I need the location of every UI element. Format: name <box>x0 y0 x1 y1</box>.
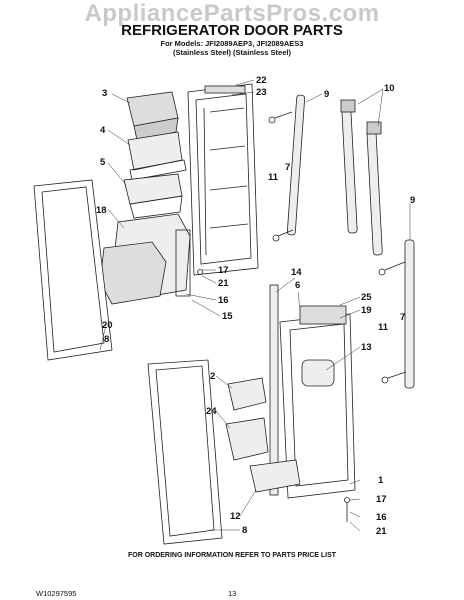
watermark: AppliancePartsPros.com <box>84 0 380 27</box>
models-line: For Models: JFI2089AEP3, JFI2089AES3 <box>160 39 304 48</box>
upper-handle <box>268 94 306 242</box>
callout-4: 4 <box>100 125 106 136</box>
door-bin-4 <box>127 131 187 181</box>
callout-16: 16 <box>218 295 229 306</box>
callout-3: 3 <box>102 88 107 99</box>
callout-17-lower: 17 <box>376 494 387 505</box>
callout-23: 23 <box>256 87 267 98</box>
callout-25: 25 <box>361 292 372 303</box>
lower-gasket <box>147 359 223 545</box>
door-rail <box>269 284 279 496</box>
callout-9-lower: 9 <box>410 195 415 206</box>
page-number: 13 <box>228 589 237 598</box>
handle-set <box>340 99 383 256</box>
callout-18: 18 <box>96 205 107 216</box>
callout-11: 11 <box>268 172 279 183</box>
lower-handle <box>378 239 415 389</box>
finish-line: (Stainless Steel) (Stainless Steel) <box>173 48 291 57</box>
callout-6: 6 <box>295 280 300 291</box>
callout-14: 14 <box>291 267 302 278</box>
upper-door-assembly <box>187 83 259 276</box>
callout-20: 20 <box>102 320 113 331</box>
callout-1: 1 <box>378 475 384 486</box>
door-bin-12 <box>249 459 301 493</box>
ice-bucket <box>99 213 191 305</box>
callout-15: 15 <box>222 311 233 322</box>
callout-7: 7 <box>285 162 290 173</box>
callout-8-lower: 8 <box>242 525 247 536</box>
callout-10: 10 <box>384 83 395 94</box>
callout-9: 9 <box>324 89 329 100</box>
callout-22: 22 <box>256 75 267 86</box>
callout-13: 13 <box>361 342 372 353</box>
door-bin-24 <box>225 417 269 461</box>
callout-24: 24 <box>206 406 217 417</box>
callout-8: 8 <box>104 334 109 345</box>
callout-12: 12 <box>230 511 241 522</box>
callout-5: 5 <box>100 157 106 168</box>
document-number: W10297595 <box>36 589 77 598</box>
page-title: REFRIGERATOR DOOR PARTS <box>121 22 343 39</box>
callout-16-lower: 16 <box>376 512 387 523</box>
callout-2: 2 <box>210 371 215 382</box>
upper-gasket <box>33 179 113 361</box>
callout-7-lower: 7 <box>400 312 405 323</box>
callout-19: 19 <box>361 305 372 316</box>
callout-21: 21 <box>218 278 229 289</box>
door-bin-2 <box>227 377 267 411</box>
ordering-footer: FOR ORDERING INFORMATION REFER TO PARTS … <box>127 552 337 559</box>
callout-21-lower: 21 <box>376 526 387 537</box>
callout-11-lower: 11 <box>378 322 389 333</box>
door-bin-5 <box>123 173 183 219</box>
door-bin-3 <box>126 91 179 141</box>
callout-17: 17 <box>218 265 229 276</box>
lower-door-assembly <box>279 305 356 499</box>
